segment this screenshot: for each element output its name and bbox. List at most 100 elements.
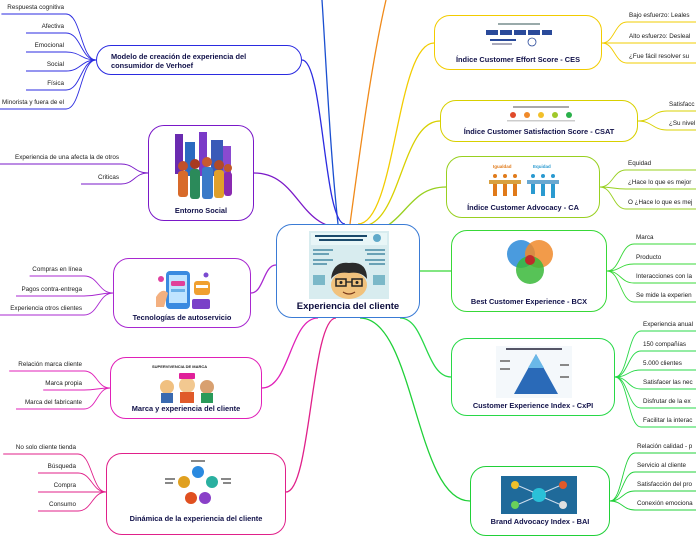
leaf-cxpi-2[interactable]: 5.000 clientes <box>643 360 682 367</box>
node-tecno-title: Tecnologías de autoservicio <box>132 313 232 322</box>
leaf-bcx-2[interactable]: Interacciones con la <box>636 273 693 280</box>
node-marca-title: Marca y experiencia del cliente <box>131 404 241 413</box>
node-ces-title: Índice Customer Effort Score - CES <box>455 55 581 64</box>
leaf-ces-2[interactable]: ¿Fue fácil resolver su <box>629 53 690 60</box>
node-verhoef-title: Modelo de creación de experiencia del co… <box>111 52 247 70</box>
leaf-verhoef-2[interactable]: Emocional <box>34 42 64 49</box>
social-crowd-illustration <box>175 132 232 199</box>
link-dinamica-leaf-0 <box>77 453 107 493</box>
node-marca[interactable]: SUPERVIVENCIA DE MARCA Marca y experienc… <box>110 357 262 419</box>
leaf-tecno-1[interactable]: Pagos contra-entrega <box>21 286 82 293</box>
ca-igualdad-label: Equidad <box>533 164 551 169</box>
link-verhoef-leaf-2 <box>65 51 97 61</box>
node-verhoef[interactable]: Modelo de creación de experiencia del co… <box>96 45 302 75</box>
link-bcx-leaf-3 <box>606 270 635 303</box>
node-ces[interactable]: Índice Customer Effort Score - CES <box>434 15 602 70</box>
leaf-bai-2[interactable]: Satisfacción del pro <box>637 481 692 488</box>
leaf-bai-3[interactable]: Conexión emociona <box>637 500 693 507</box>
leaf-csat-0[interactable]: Satisfacc <box>669 101 695 108</box>
link-central-verhoef <box>301 59 346 225</box>
leaf-verhoef-1[interactable]: Afectiva <box>41 23 64 30</box>
link-bcx-leaf-0 <box>606 243 635 272</box>
leaf-verhoef-3[interactable]: Social <box>46 61 64 68</box>
leaf-bcx-1[interactable]: Producto <box>636 254 662 261</box>
leaf-verhoef-5[interactable]: Minorista y fuera de el <box>2 99 64 106</box>
leaf-verhoef-4[interactable]: Física <box>47 80 64 87</box>
link-central-bai <box>359 317 471 502</box>
mindmap-links <box>0 0 696 512</box>
leaf-cxpi-4[interactable]: Disfrutar de la ex <box>643 398 691 405</box>
cxpi-pyramid-illustration <box>496 346 572 398</box>
node-cxpi[interactable]: Customer Experience Index - CxPI <box>451 338 615 416</box>
link-dinamica-leaf-3 <box>77 491 107 512</box>
node-csat-title: Índice Customer Satisfaction Score - CSA… <box>463 127 615 136</box>
leaf-tecno-0[interactable]: Compras en línea <box>32 266 82 273</box>
node-bcx-title: Best Customer Experience - BCX <box>470 297 588 306</box>
brand-survival-illustration: SUPERVIVENCIA DE MARCA <box>152 364 214 403</box>
leaf-ces-1[interactable]: Alto esfuerzo: Desleal <box>629 33 691 40</box>
leaf-ca-1[interactable]: ¿Hace lo que es mejor <box>628 179 692 186</box>
node-bai-title: Brand Advocacy Index - BAI <box>490 517 590 526</box>
leaf-dinamica-1[interactable]: Búsqueda <box>47 463 76 470</box>
leaf-verhoef-0[interactable]: Respuesta cognitiva <box>7 4 64 11</box>
leaf-cxpi-3[interactable]: Satisfacer las nec <box>643 379 693 386</box>
node-cxpi-title: Customer Experience Index - CxPI <box>472 401 594 410</box>
top-branch-orange <box>349 0 387 225</box>
leaf-ca-2[interactable]: O ¿Hace lo que es mej <box>628 199 693 206</box>
leaf-bai-0[interactable]: Relación calidad - p <box>637 443 693 450</box>
link-central-csat <box>361 120 441 227</box>
ca-equidad-label: Igualdad <box>493 164 512 169</box>
node-bai[interactable]: Brand Advocacy Index - BAI <box>470 466 610 536</box>
leaf-ces-0[interactable]: Bajo esfuerzo: Leales <box>629 12 690 19</box>
link-ces-leaf-2 <box>601 42 628 64</box>
link-verhoef-leaf-5 <box>65 59 97 110</box>
link-entorno-leaf-0 <box>120 163 149 174</box>
link-cxpi-leaf-5 <box>614 376 642 428</box>
leaf-csat-1[interactable]: ¿Su nivel <box>669 120 696 127</box>
link-dinamica-leaf-1 <box>77 472 107 493</box>
node-entorno[interactable]: Entorno Social <box>148 125 254 221</box>
link-bai-leaf-1 <box>609 471 636 502</box>
leaf-cxpi-5[interactable]: Facilitar la interac <box>643 417 693 424</box>
leaf-marca-1[interactable]: Marca propia <box>45 380 82 387</box>
node-ca[interactable]: Igualdad Equidad Índice Customer Advocac… <box>446 156 600 218</box>
central-node[interactable]: Experiencia del cliente <box>276 224 420 318</box>
link-cxpi-leaf-0 <box>614 330 642 378</box>
leaf-ca-0[interactable]: Equidad <box>628 160 652 167</box>
central-title: Experiencia del cliente <box>296 301 400 312</box>
node-csat[interactable]: Índice Customer Satisfaction Score - CSA… <box>440 100 638 142</box>
link-tecno-leaf-2 <box>83 292 114 316</box>
central-illustration <box>309 231 389 299</box>
leaf-cxpi-1[interactable]: 150 compañías <box>643 341 687 348</box>
leaf-marca-0[interactable]: Relación marca cliente <box>18 361 82 368</box>
leaf-entorno-1[interactable]: Criticas <box>98 174 119 181</box>
ces-survey-illustration <box>486 23 552 47</box>
link-csat-leaf-1 <box>637 120 668 131</box>
node-bcx[interactable]: Best Customer Experience - BCX <box>451 230 607 312</box>
link-bai-leaf-0 <box>609 452 636 502</box>
equity-equality-illustration: Igualdad Equidad <box>489 164 559 198</box>
leaf-entorno-0[interactable]: Experiencia de una afecta la de otros <box>15 154 119 161</box>
leaf-marca-2[interactable]: Marca del fabricante <box>24 399 82 406</box>
leaf-bcx-3[interactable]: Se mide la experien <box>636 292 692 299</box>
link-cxpi-leaf-1 <box>614 350 642 378</box>
leaf-dinamica-3[interactable]: Consumo <box>49 501 76 508</box>
link-central-cxpi <box>399 317 452 378</box>
bai-network-illustration <box>501 476 577 514</box>
node-dinamica-title: Dinámica de la experiencia del cliente <box>129 514 263 523</box>
link-ca-leaf-2 <box>599 186 627 210</box>
node-dinamica[interactable]: Dinámica de la experiencia del cliente <box>106 453 286 535</box>
leaf-bcx-0[interactable]: Marca <box>636 234 654 241</box>
leaf-dinamica-2[interactable]: Compra <box>53 482 76 489</box>
node-ca-title: Índice Customer Advocacy - CA <box>467 203 579 212</box>
link-ces-leaf-0 <box>601 21 628 44</box>
leaf-dinamica-0[interactable]: No solo cliente tienda <box>15 444 76 451</box>
link-tecno-leaf-0 <box>83 275 114 294</box>
link-entorno-leaf-1 <box>120 172 149 185</box>
leaf-cxpi-0[interactable]: Experiencia anual <box>643 321 694 328</box>
link-bai-leaf-2 <box>609 490 636 502</box>
leaf-bai-1[interactable]: Servicio al cliente <box>637 462 686 469</box>
leaf-tecno-2[interactable]: Experiencia otros clientes <box>10 305 82 312</box>
node-tecno[interactable]: Tecnologías de autoservicio <box>113 258 251 328</box>
link-csat-leaf-0 <box>637 110 668 122</box>
